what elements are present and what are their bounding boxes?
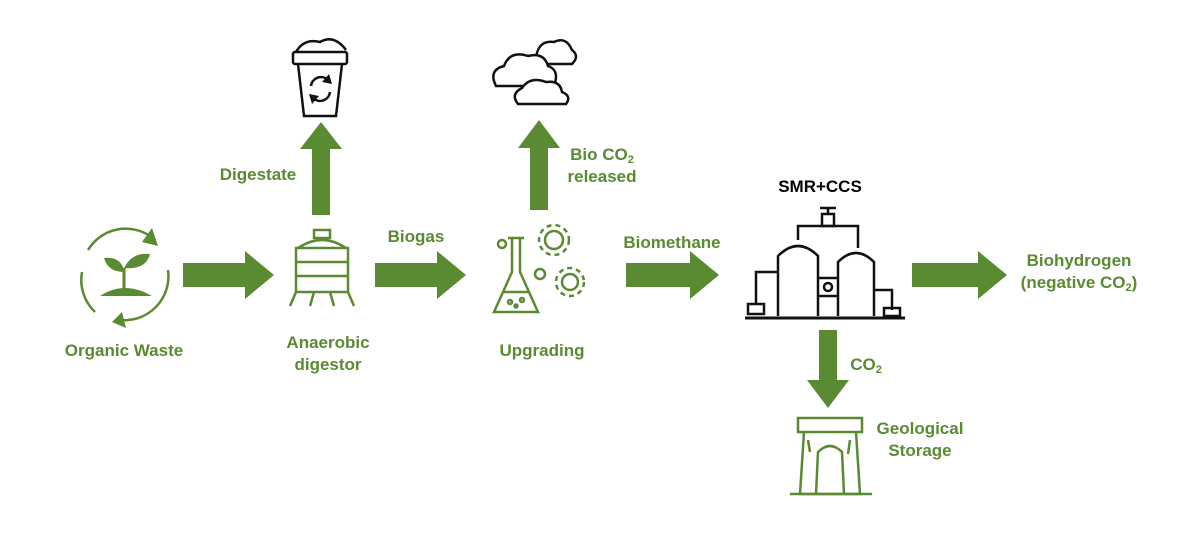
biohydrogen-label-line2: (negative CO2): [1020, 273, 1138, 294]
sprout-recycle-icon: [80, 227, 170, 328]
bio-co2-label-line2: released: [567, 167, 637, 186]
biomethane-label: Biomethane: [623, 233, 721, 252]
biohydrogen-label: Biohydrogen (negative CO2): [1004, 250, 1154, 294]
bio-co2-label-line1: Bio CO2: [570, 145, 634, 166]
digestor-tank-icon: [288, 228, 356, 307]
arrow-digestor-to-upgrading: [375, 251, 466, 299]
clouds-icon: [492, 39, 578, 106]
bio-co2-label: Bio CO2 released: [552, 144, 652, 188]
organic-waste-label: Organic Waste: [64, 341, 184, 360]
upgrading-label: Upgrading: [499, 341, 585, 360]
anaerobic-label-line1: Anaerobic: [286, 333, 370, 352]
arrow-smr-to-biohydrogen: [912, 251, 1007, 299]
anaerobic-digestor-label: Anaerobic digestor: [262, 332, 394, 376]
arrow-waste-to-digestor: [183, 251, 274, 299]
cave-icon: [790, 416, 872, 496]
arrow-smr-to-storage: [807, 330, 849, 408]
arrow-digestor-to-digestate: [300, 122, 342, 215]
smr-ccs-label: SMR+CCS: [778, 177, 862, 196]
geological-label-line2: Storage: [888, 441, 952, 460]
co2-label: CO2: [850, 355, 882, 376]
geological-storage-label: Geological Storage: [862, 418, 978, 462]
anaerobic-label-line2: digestor: [294, 355, 362, 374]
digestate-label: Digestate: [219, 165, 297, 184]
industrial-plant-icon: [745, 206, 905, 320]
arrow-upgrading-to-smr: [626, 251, 719, 299]
flask-gears-icon: [492, 223, 586, 314]
arrow-upgrading-to-co2: [518, 120, 560, 210]
biogas-label: Biogas: [387, 227, 445, 246]
biohydrogen-label-line1: Biohydrogen: [1026, 251, 1132, 270]
geological-label-line1: Geological: [876, 419, 964, 438]
recycle-bin-icon: [291, 38, 349, 118]
